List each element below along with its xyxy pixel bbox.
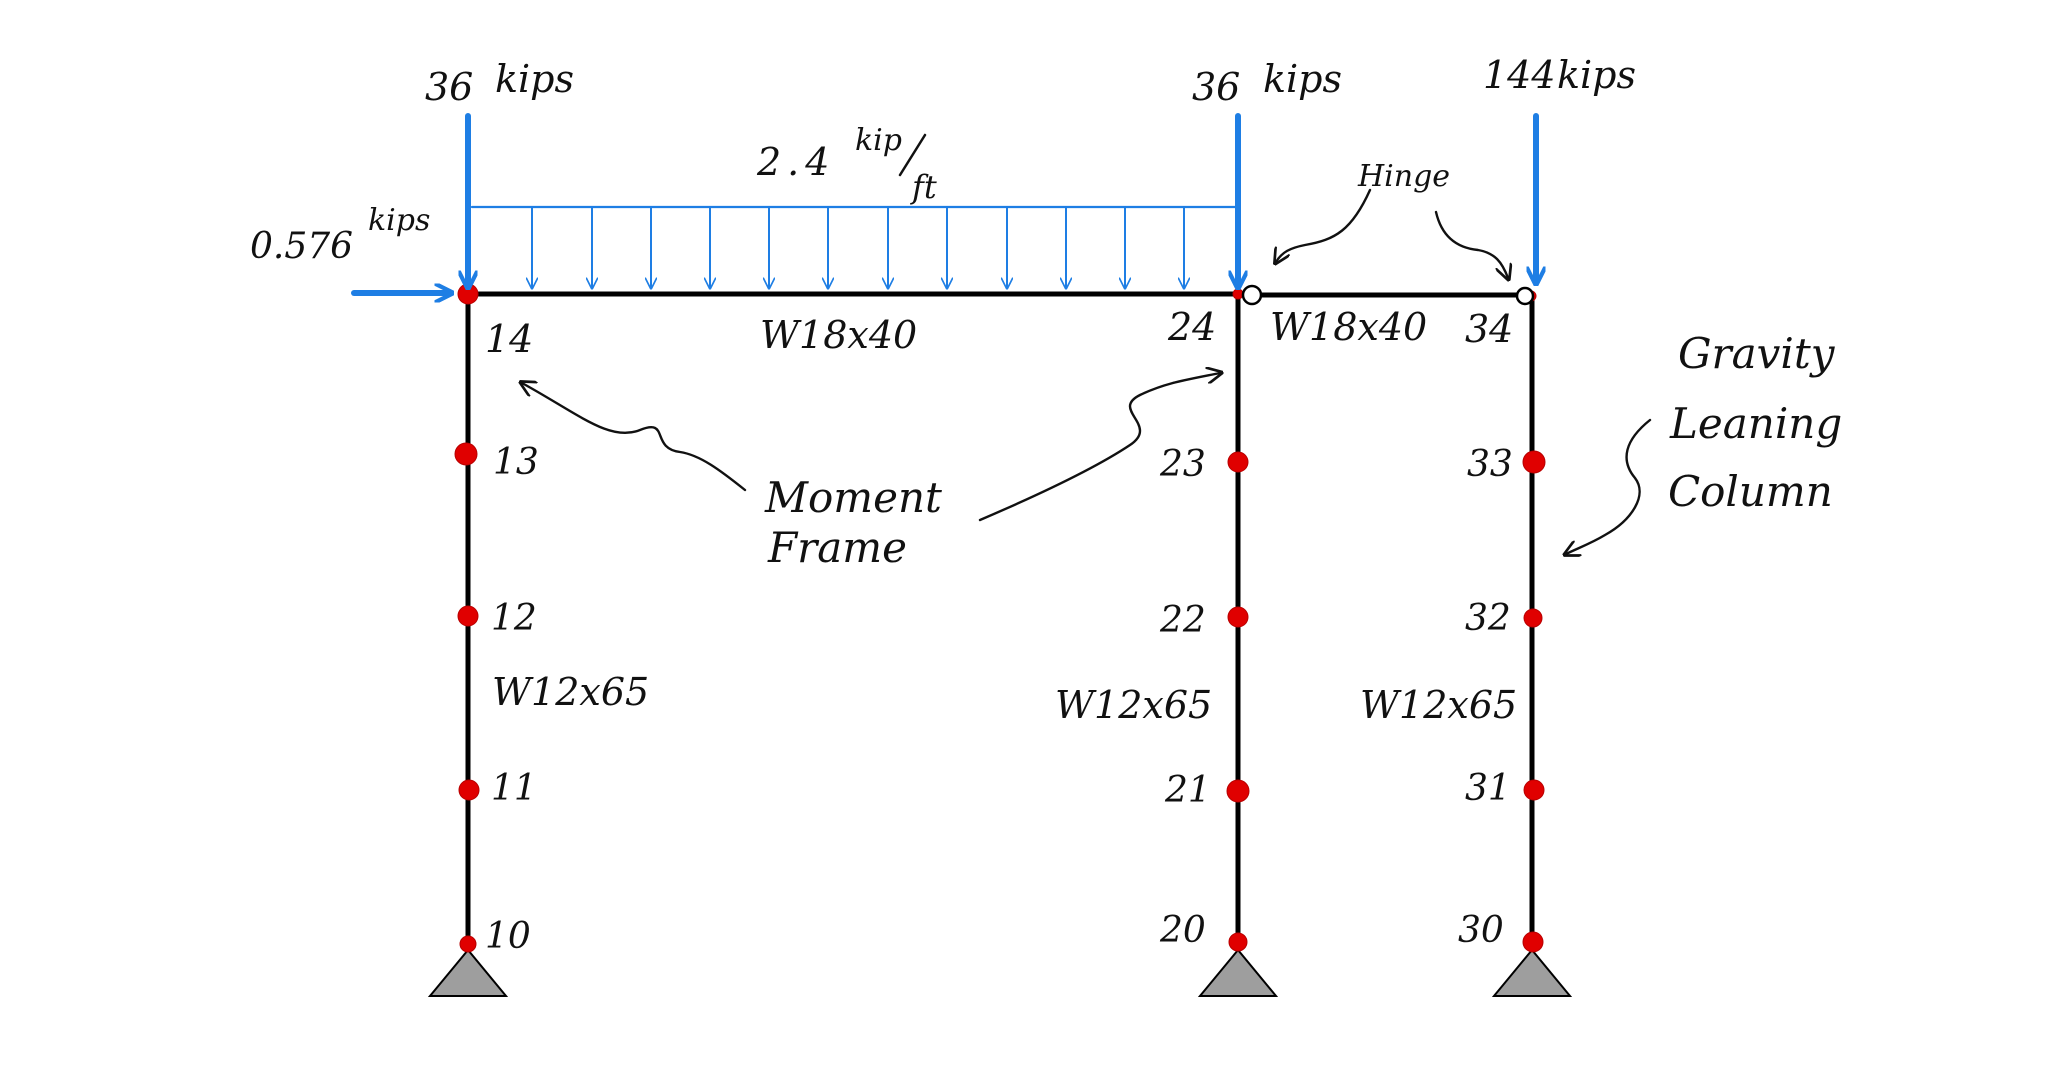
node-label-23: 23 [1159,444,1206,485]
node-32 [1523,608,1543,628]
node-label-24: 24 [1167,305,1216,349]
point-loads [351,113,1536,293]
hinge-arrow-left [1276,188,1372,262]
load-unit-14: kips [495,57,574,101]
gravity-column-label-line1: Gravity [1678,329,1836,378]
load-unit-24: kips [1263,57,1342,101]
hinge-arrow-right [1434,210,1508,278]
moment-frame-label-line2: Frame [767,523,907,572]
pin-support-right [1491,948,1573,997]
node-24 [1232,288,1244,300]
node-label-20: 20 [1159,910,1206,951]
node-31 [1523,779,1545,801]
annotations: Hinge Moment Frame Gravity Leaning Colum… [764,159,1842,572]
node-label-14: 14 [485,317,533,361]
hinge-right [1515,286,1535,306]
lateral-load-value: 0.576 [250,226,353,267]
gravity-column-label-line3: Column [1668,467,1833,516]
node-label-33: 33 [1467,444,1513,485]
node-label-13: 13 [493,442,539,483]
node-11 [458,779,480,801]
annotation-arrows [522,188,1652,554]
beam-right-label: W18x40 [1270,305,1427,349]
moment-frame-arrow-left [522,383,747,492]
node-label-34: 34 [1465,307,1513,351]
beam-left-label: W18x40 [760,313,917,357]
node-33 [1522,450,1546,474]
node-label-31: 31 [1465,768,1511,809]
moment-frame-label-line1: Moment [764,473,942,522]
members [465,291,1535,949]
column-left-label: W12x65 [492,670,649,714]
pin-support-left [427,948,509,997]
moment-frame-arrow-right [978,373,1220,522]
node-13 [454,442,478,466]
node-23 [1227,451,1249,473]
node-label-21: 21 [1164,770,1211,811]
udl-value: 2.4 [756,140,835,184]
nodes [454,283,1546,953]
load-label-34: 144 [1483,53,1556,97]
node-label-32: 32 [1465,598,1511,639]
column-right-label: W12x65 [1360,683,1517,727]
udl-unit-slash [898,133,927,177]
node-22 [1227,606,1249,628]
udl-unit-numerator: kip [855,123,902,158]
pin-support-middle [1197,948,1279,997]
node-10 [459,935,477,953]
node-12 [457,605,479,627]
column-middle-label: W12x65 [1055,683,1212,727]
node-labels: 14 13 12 11 10 24 23 22 21 20 34 33 32 3… [485,305,1513,957]
load-labels: 36 kips 36 kips 144 kips 0.576 kips 2.4 … [250,53,1636,267]
hinge-left [1241,284,1263,306]
node-20 [1228,932,1248,952]
node-label-10: 10 [485,916,531,957]
distributed-load [470,205,1238,287]
node-30 [1522,931,1544,953]
load-unit-34: kips [1557,53,1636,97]
lateral-load-unit: kips [368,203,430,238]
udl-unit-denominator: ft [910,168,937,206]
load-label-14: 36 [425,65,473,109]
load-label-24: 36 [1192,65,1240,109]
node-label-11: 11 [491,768,537,809]
node-label-12: 12 [491,598,537,639]
node-label-30: 30 [1458,910,1504,951]
gravity-column-arrow [1566,418,1652,554]
node-21 [1226,779,1250,803]
gravity-column-label-line2: Leaning [1669,399,1842,448]
node-label-22: 22 [1159,600,1206,641]
udl-arrows [532,206,1184,287]
member-labels: W18x40 W18x40 W12x65 W12x65 W12x65 [492,305,1517,727]
supports [427,948,1573,997]
hinge-label: Hinge [1357,159,1450,194]
